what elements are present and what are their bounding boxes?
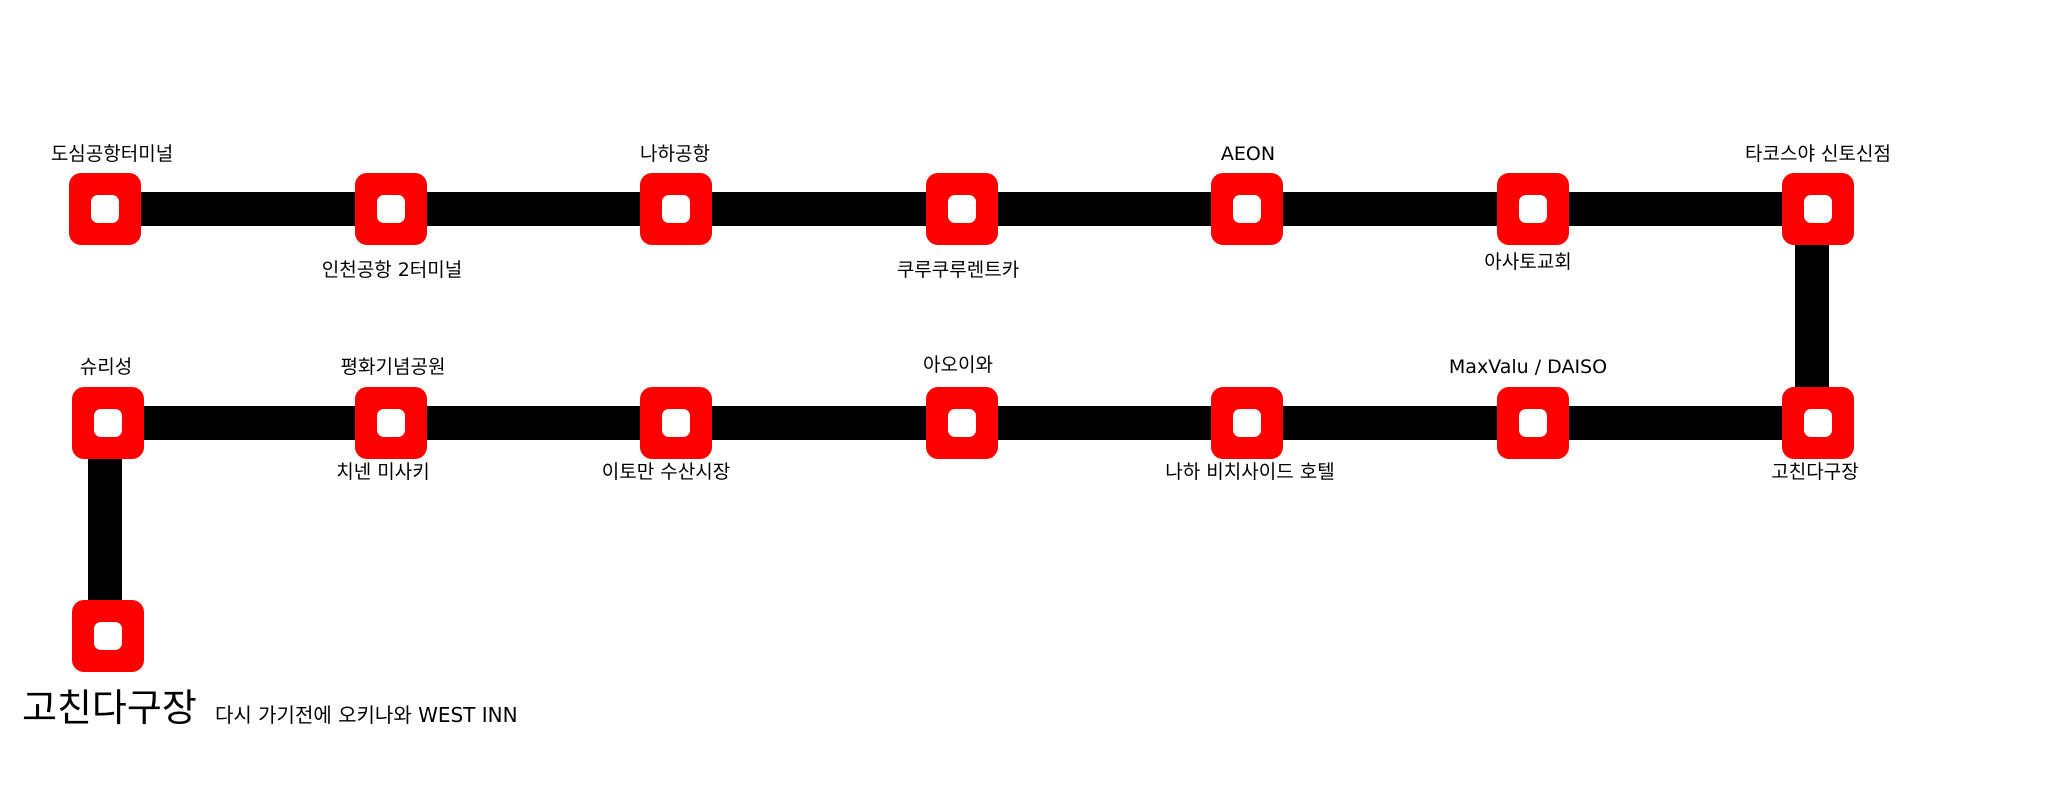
label-aoiwa: 아오이와: [923, 354, 993, 376]
station-hole: [1233, 409, 1261, 437]
station-naha-airport[interactable]: [640, 173, 712, 245]
station-asato-church[interactable]: [1497, 173, 1569, 245]
label-maxvalu-daiso: MaxValu / DAISO: [1448, 356, 1608, 378]
label-gochinda-ground: 고친다구장: [1771, 461, 1859, 483]
station-hole: [94, 409, 122, 437]
station-aoiwa[interactable]: [926, 387, 998, 459]
station-hole: [1519, 195, 1547, 223]
station-maxvalu-daiso[interactable]: [1497, 387, 1569, 459]
station-gochinda-ground[interactable]: [1782, 387, 1854, 459]
station-itoman-fish-market[interactable]: [640, 387, 712, 459]
label-shuri-castle: 슈리성: [79, 356, 133, 378]
station-incheon-airport-t2[interactable]: [355, 173, 427, 245]
station-shuri-castle[interactable]: [72, 387, 144, 459]
final-destination-note: 다시 가기전에 오키나와 WEST INN: [215, 703, 518, 727]
label-kurukuru-rentacar: 쿠루쿠루렌트카: [896, 259, 1020, 281]
station-aeon[interactable]: [1211, 173, 1283, 245]
label-asato-church: 아사토교회: [1484, 251, 1572, 273]
final-destination-title: 고친다구장: [22, 686, 197, 730]
label-aeon: AEON: [1220, 143, 1276, 165]
station-hole: [1519, 409, 1547, 437]
station-final-gochinda-ground[interactable]: [72, 600, 144, 672]
station-hole: [1804, 409, 1832, 437]
label-naha-airport: 나하공항: [640, 143, 710, 165]
station-tacos-shop[interactable]: [1782, 173, 1854, 245]
label-peace-memorial-park: 평화기념공원: [340, 356, 446, 378]
label-itoman-fish-market: 이토만 수산시장: [601, 461, 731, 483]
station-hole: [377, 195, 405, 223]
station-kurukuru-rentacar[interactable]: [926, 173, 998, 245]
label-incheon-airport-t2: 인천공항 2터미널: [321, 259, 463, 281]
station-downtown-airport-terminal[interactable]: [69, 173, 141, 245]
station-hole: [948, 195, 976, 223]
label-naha-beachside-hotel: 나하 비치사이드 호텔: [1165, 461, 1335, 483]
station-peace-memorial-park[interactable]: [355, 387, 427, 459]
station-hole: [948, 409, 976, 437]
station-hole: [662, 409, 690, 437]
label-chinen-misaki: 치넨 미사키: [336, 461, 430, 483]
station-hole: [377, 409, 405, 437]
station-hole: [1804, 195, 1832, 223]
station-hole: [94, 622, 122, 650]
label-tacos-shop: 타코스야 신토신점: [1745, 143, 1891, 165]
station-hole: [91, 195, 119, 223]
label-downtown-airport-terminal: 도심공항터미널: [50, 143, 174, 165]
station-hole: [1233, 195, 1261, 223]
station-hole: [662, 195, 690, 223]
station-naha-beachside-hotel[interactable]: [1211, 387, 1283, 459]
